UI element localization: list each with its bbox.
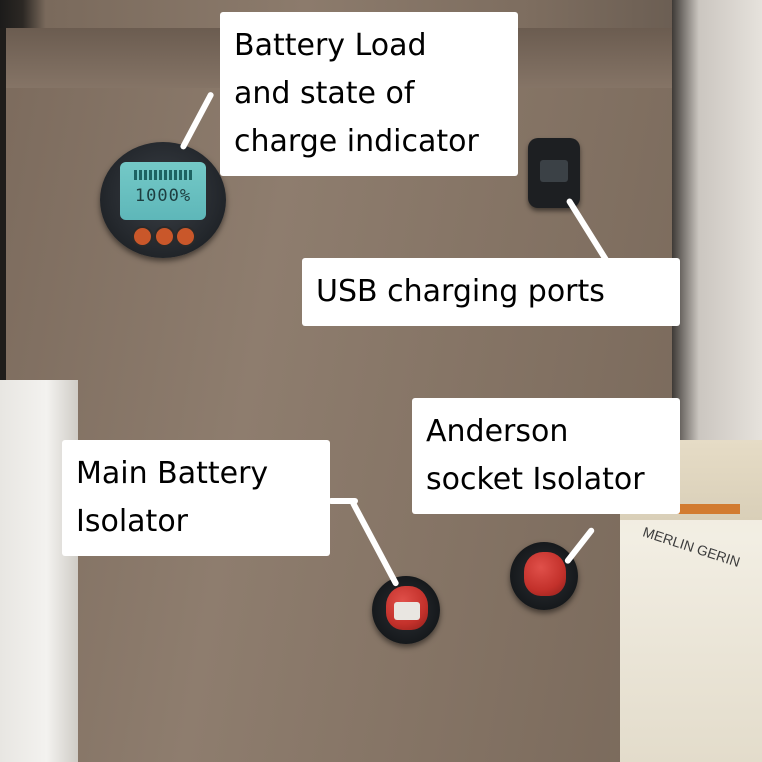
label-anderson-isolator: Anderson socket Isolator	[412, 398, 680, 514]
label-line: Battery Load	[234, 28, 427, 63]
breaker-strip	[656, 504, 740, 514]
meter-charge-bar	[134, 170, 192, 180]
meter-reading: 1000%	[134, 186, 192, 206]
meter-button	[132, 226, 153, 247]
label-line: Isolator	[76, 504, 189, 539]
meter-buttons	[132, 226, 196, 247]
label-battery-load: Battery Load and state of charge indicat…	[220, 12, 518, 176]
label-line: and state of	[234, 76, 415, 111]
label-line: USB charging ports	[316, 274, 605, 309]
switch-knob	[524, 552, 566, 596]
label-usb: USB charging ports	[302, 258, 680, 326]
meter-button	[153, 226, 175, 247]
label-line: Anderson	[426, 414, 569, 449]
usb-display	[540, 160, 568, 182]
main-battery-isolator-switch	[372, 576, 440, 644]
usb-port-socket	[528, 138, 580, 208]
anderson-isolator-switch	[510, 542, 578, 610]
label-line: Main Battery	[76, 456, 269, 491]
breaker-brand: MERLIN GERIN	[640, 523, 743, 570]
label-line: socket Isolator	[426, 462, 645, 497]
label-line: charge indicator	[234, 124, 479, 159]
label-main-isolator: Main Battery Isolator	[62, 440, 330, 556]
left-wall	[0, 380, 78, 762]
meter-button	[175, 226, 196, 247]
callout-line-main	[328, 498, 358, 504]
switch-face	[394, 602, 420, 620]
battery-meter: 1000%	[100, 142, 226, 258]
meter-screen: 1000%	[120, 162, 206, 220]
